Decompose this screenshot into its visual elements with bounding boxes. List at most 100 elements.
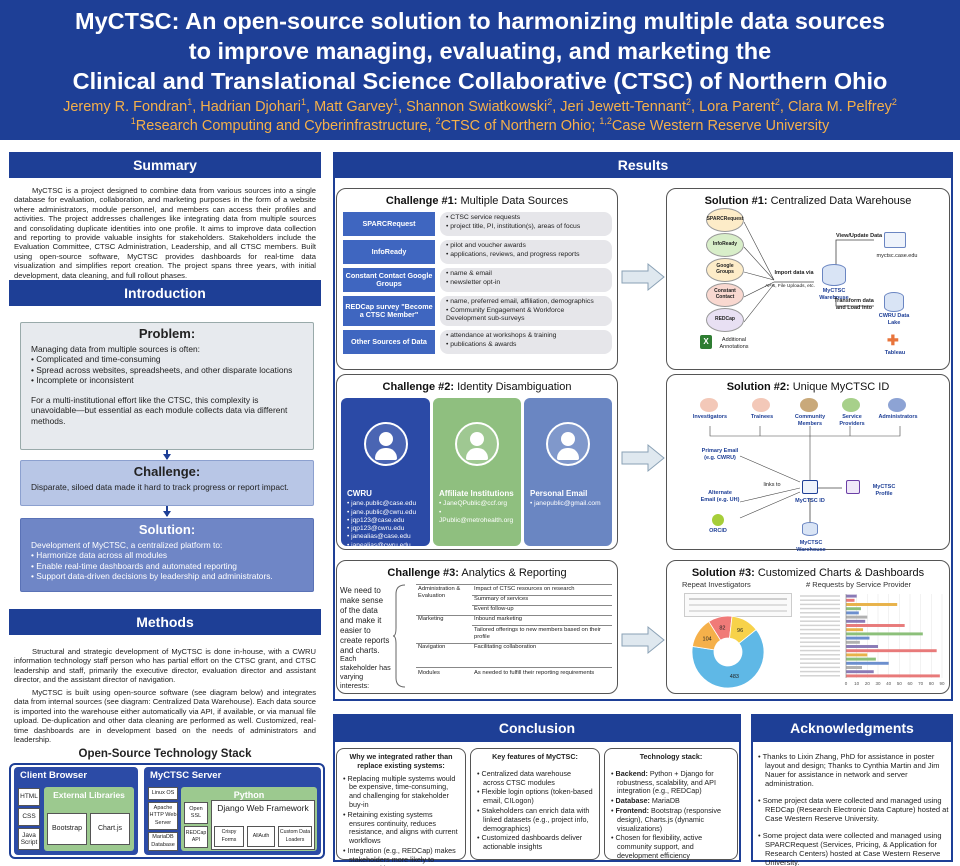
source-desc-constant-contact: name & emailnewsletter opt-in xyxy=(440,268,612,292)
bar xyxy=(846,640,860,644)
data-lake-icon xyxy=(884,292,904,312)
list-item: Integration (e.g., REDCap) makes stakeho… xyxy=(342,846,460,866)
person-icon xyxy=(888,398,906,412)
server-label: MyCTSC Server xyxy=(150,770,222,781)
y-category-label-placeholder xyxy=(800,637,840,639)
solution-3-title: Solution #3: Customized Charts & Dashboa… xyxy=(691,567,925,579)
list-item: Some project data were collected and man… xyxy=(757,831,949,866)
list-item: Retaining existing systems ensures conti… xyxy=(342,810,460,846)
external-libraries-label: External Libraries xyxy=(53,790,125,800)
primary-email-label: Primary Email (e.g. CWRU) xyxy=(701,448,739,461)
list-item: Enable real-time dashboards and automate… xyxy=(31,561,303,572)
poster-header: MyCTSC: An open-source solution to harmo… xyxy=(0,0,960,140)
warehouse-label: MyCTSC Warehouse xyxy=(819,288,849,301)
chip-redcap-api: REDCap API xyxy=(184,826,208,848)
solution-1-title: Solution #1: Centralized Data Warehouse xyxy=(704,195,912,207)
myctsc-profile-label: MyCTSC Profile xyxy=(872,484,896,497)
author: Matt Garvey1, xyxy=(314,97,407,115)
y-category-label-placeholder xyxy=(800,654,840,656)
poster-title-line-1: MyCTSC: An open-source solution to harmo… xyxy=(75,8,885,34)
stack-title: Open-Source Technology Stack xyxy=(78,748,252,760)
import-label: Import data via xyxy=(774,270,814,276)
persona-affiliate: Affiliate Institutions • JaneQPublic@ccf… xyxy=(433,398,521,546)
warehouse-flow-lines xyxy=(744,221,874,323)
website-icon xyxy=(884,232,906,248)
author: Shannon Swiatkowski2, xyxy=(406,97,561,115)
orcid-icon xyxy=(712,514,724,526)
role-trainees: Trainees xyxy=(750,414,774,420)
bar xyxy=(846,598,855,602)
x-tick-label: 0 xyxy=(845,681,848,686)
source-desc-infoready: pilot and voucher awardsapplications, re… xyxy=(440,240,612,264)
bar xyxy=(846,653,868,657)
bar-chart-title: # Requests by Service Provider xyxy=(806,580,912,589)
y-category-label-placeholder xyxy=(800,624,840,627)
introduction-heading: Introduction xyxy=(9,280,321,306)
challenge-text: Disparate, siloed data made it hard to t… xyxy=(31,481,289,492)
x-tick-label: 20 xyxy=(865,681,871,686)
list-item: Database: MariaDB xyxy=(610,796,732,806)
bar xyxy=(846,661,889,665)
myctsc-warehouse-label: MyCTSC Warehouse xyxy=(796,540,826,553)
acknowledgments-list: Thanks to Lixin Zhang, PhD for assistanc… xyxy=(757,752,949,866)
list-item: • janealias@case.edu xyxy=(347,533,411,541)
bar xyxy=(846,670,874,674)
source-desc-redcap: name, preferred email, affiliation, demo… xyxy=(440,296,612,326)
persona-name: Personal Email xyxy=(530,489,588,498)
author: Jeremy R. Fondran1, xyxy=(63,97,201,115)
list-item: • jane.public@cwru.edu xyxy=(347,508,417,516)
list-item: Customized dashboards deliver actionable… xyxy=(476,834,594,852)
persona-cwru: CWRU • jane.public@case.edu • jane.publi… xyxy=(341,398,430,549)
arrow-right-icon xyxy=(621,625,665,655)
bar xyxy=(846,657,876,661)
node-infoready: InfoReady xyxy=(706,233,744,257)
database-icon xyxy=(822,264,846,286)
database-icon xyxy=(802,522,818,536)
person-group-icon xyxy=(800,398,818,412)
chip-openssl: Open SSL xyxy=(184,802,208,824)
stack-diagram xyxy=(9,763,325,859)
transform-label: Transform data and Load into xyxy=(834,298,874,311)
role-administrators: Administrators xyxy=(878,414,918,420)
summary-text: MyCTSC is a project designed to combine … xyxy=(14,186,316,280)
persona-name: CWRU xyxy=(347,489,372,498)
bar xyxy=(846,645,878,648)
x-tick-label: 40 xyxy=(886,681,892,686)
bar xyxy=(846,615,868,619)
bar xyxy=(846,611,859,615)
pie-slice-label: 104 xyxy=(703,636,712,642)
person-icon xyxy=(700,398,718,412)
chip-crispy-forms: Crispy Forms xyxy=(214,826,244,847)
myctsc-id-label: MyCTSC ID xyxy=(795,498,825,504)
y-category-label-placeholder xyxy=(800,675,840,677)
list-item: • jane.public@case.edu xyxy=(347,500,417,508)
list-item: Backend: Python + Django for robustness,… xyxy=(610,769,732,796)
pie-slice xyxy=(729,615,757,644)
problem-list: Complicated and time-consuming Spread ac… xyxy=(31,354,303,386)
challenge-3-intro-2: Each stakeholder has varying interests: xyxy=(340,654,391,690)
pie-chart-title: Repeat Investigators xyxy=(682,580,751,589)
list-item: Spread across websites, spreadsheets, an… xyxy=(31,365,303,376)
source-label-other: Other Sources of Data xyxy=(343,330,435,354)
affiliations: 1Research Computing and Cyberinfrastruct… xyxy=(130,116,830,134)
methods-para-2: MyCTSC is built using open-source softwa… xyxy=(14,688,316,745)
list-item: Stakeholders can enrich data with linked… xyxy=(476,806,594,833)
pie-slice-label: 96 xyxy=(737,628,743,634)
persona-personal: Personal Email • janepublic@gmail.com xyxy=(524,398,612,546)
table-cell: Navigation xyxy=(418,644,446,650)
solution-list: Harmonize data across all modules Enable… xyxy=(31,550,303,582)
challenge-title: Challenge: xyxy=(133,464,201,479)
person-icon xyxy=(546,422,590,466)
list-item: Replacing multiple systems would be expe… xyxy=(342,774,460,810)
summary-heading: Summary xyxy=(9,152,321,178)
y-category-label-placeholder xyxy=(800,599,840,601)
problem-lead: Managing data from multiple sources is o… xyxy=(31,343,200,354)
view-update-label: View/Update Data xyxy=(835,233,883,239)
challenge-3-card: Challenge #3: Analytics & Reporting xyxy=(336,560,618,694)
alternate-email-label: Alternate Email (e.g. UH) xyxy=(700,490,740,503)
challenge-2-title: Challenge #2: Identity Disambiguation xyxy=(382,381,572,393)
list-item: Chosen for flexibility, active community… xyxy=(610,834,732,860)
methods-heading: Methods xyxy=(9,609,321,635)
tableau-label: Tableau xyxy=(884,350,906,356)
y-category-label-placeholder xyxy=(800,641,840,643)
